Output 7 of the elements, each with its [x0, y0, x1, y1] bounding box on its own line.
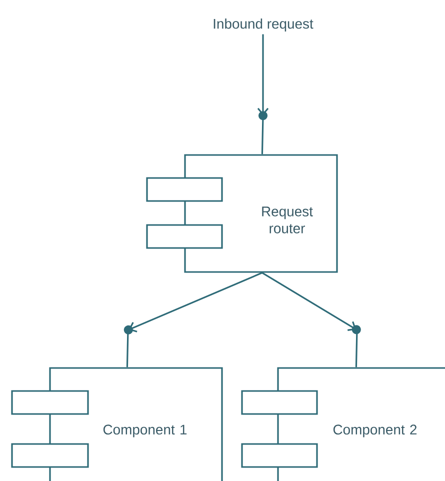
arrow [124, 272, 262, 368]
component-box: Request router [146, 154, 338, 273]
arrow [262, 272, 361, 368]
arrow [257, 34, 269, 154]
component-box: Component 2 [241, 367, 445, 481]
node-label: Inbound request [214, 18, 314, 32]
component-box: Component 1 [11, 367, 223, 481]
